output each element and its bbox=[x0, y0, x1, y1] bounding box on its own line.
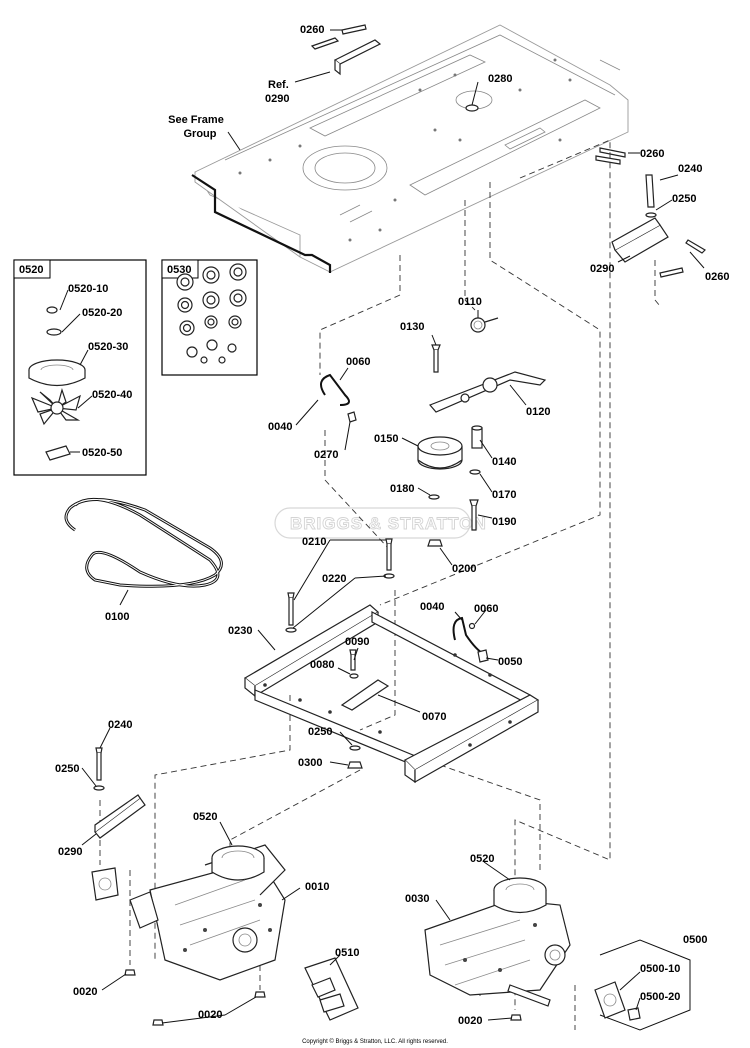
callout-0290-right: 0290 bbox=[590, 263, 614, 275]
spacer-0140 bbox=[471, 425, 483, 449]
callout-0260-top: 0260 bbox=[300, 24, 324, 36]
belt-0100 bbox=[64, 497, 223, 606]
inset-0520: 0520 0520-10 0520-20 0520-30 0520-40 052… bbox=[13, 259, 147, 476]
callout-0240-top: 0240 bbox=[678, 163, 702, 175]
callout-see-frame: See Frame bbox=[168, 114, 224, 126]
callout-0250-top: 0250 bbox=[672, 193, 696, 205]
callout-0030: 0030 bbox=[405, 893, 429, 905]
callout-0040-lower: 0040 bbox=[420, 601, 444, 613]
right-bracket-0290 bbox=[611, 174, 706, 278]
callout-0060-upper: 0060 bbox=[346, 356, 370, 368]
inset-0520-title: 0520 bbox=[19, 264, 43, 276]
mount-frame-0230 bbox=[243, 604, 540, 784]
bolt-0130 bbox=[431, 344, 441, 373]
nut-0200 bbox=[427, 539, 443, 547]
transaxle-0030 bbox=[424, 877, 571, 1007]
callout-0140: 0140 bbox=[492, 456, 516, 468]
bolts-0210 bbox=[285, 538, 395, 633]
callout-0080: 0080 bbox=[310, 659, 334, 671]
kit-0510 bbox=[304, 957, 359, 1021]
callout-labels: 0260 Ref. 0290 See Frame Group 0280 0260… bbox=[55, 24, 729, 1027]
callout-frame-group: Group bbox=[184, 128, 217, 140]
hub-kit-0500 bbox=[594, 939, 691, 1031]
callout-0100: 0100 bbox=[105, 611, 129, 623]
transaxle-0010 bbox=[91, 844, 286, 981]
callout-0290-left: 0290 bbox=[58, 846, 82, 858]
callout-0020-right: 0020 bbox=[458, 1015, 482, 1027]
callout-0110: 0110 bbox=[458, 296, 482, 308]
leader-lines bbox=[81, 29, 705, 1024]
inset-0520-item-20: 0520-20 bbox=[82, 307, 122, 319]
callout-0170: 0170 bbox=[492, 489, 516, 501]
spring-0040-lower bbox=[452, 616, 489, 663]
callout-0020-bottom: 0020 bbox=[198, 1009, 222, 1021]
callout-0250-mid: 0250 bbox=[308, 726, 332, 738]
spring-0110 bbox=[470, 317, 499, 333]
plate-0070 bbox=[340, 649, 390, 711]
callout-0240-left: 0240 bbox=[108, 719, 132, 731]
washers-0170-0180 bbox=[428, 469, 481, 500]
callout-ref: Ref. bbox=[268, 79, 289, 91]
washer-nut-0250-0300 bbox=[347, 745, 363, 769]
fastener-0020-right bbox=[510, 1014, 522, 1021]
inset-0530: 0530 bbox=[161, 259, 258, 376]
left-bracket-0290 bbox=[93, 747, 146, 839]
callout-0300: 0300 bbox=[298, 757, 322, 769]
callout-0020-left: 0020 bbox=[73, 986, 97, 998]
callout-0260-mid: 0260 bbox=[640, 148, 664, 160]
callout-0210: 0210 bbox=[302, 536, 326, 548]
callout-0010: 0010 bbox=[305, 881, 329, 893]
callout-ref-0290: 0290 bbox=[265, 93, 289, 105]
callout-0230: 0230 bbox=[228, 625, 252, 637]
callout-0130: 0130 bbox=[400, 321, 424, 333]
callout-0500-10: 0500-10 bbox=[640, 963, 680, 975]
brand-watermark: BRIGGS & STRATTON bbox=[274, 507, 487, 539]
bolt-0280 bbox=[465, 81, 479, 112]
callout-0150: 0150 bbox=[374, 433, 398, 445]
callout-0500-20: 0500-20 bbox=[640, 991, 680, 1003]
callout-0260-right: 0260 bbox=[705, 271, 729, 283]
callout-0520-left: 0520 bbox=[193, 811, 217, 823]
callout-0280: 0280 bbox=[488, 73, 512, 85]
inset-0520-item-40: 0520-40 bbox=[92, 389, 132, 401]
callout-0090: 0090 bbox=[345, 636, 369, 648]
callout-0180: 0180 bbox=[390, 483, 414, 495]
inset-0530-title: 0530 bbox=[167, 264, 191, 276]
callout-0200: 0200 bbox=[452, 563, 476, 575]
pulley-0150 bbox=[417, 436, 463, 470]
inset-0520-item-30: 0520-30 bbox=[88, 341, 128, 353]
bolt-0190 bbox=[469, 499, 479, 531]
spring-0040-upper bbox=[320, 373, 357, 423]
fasteners-0020-left bbox=[124, 969, 266, 1026]
inset-0520-item-50: 0520-50 bbox=[82, 447, 122, 459]
callout-0220: 0220 bbox=[322, 573, 346, 585]
callout-0070: 0070 bbox=[422, 711, 446, 723]
frame-reference bbox=[191, 24, 629, 273]
watermark-text: BRIGGS & STRATTON bbox=[290, 514, 487, 533]
idler-arm-0120 bbox=[428, 371, 547, 413]
callout-0510: 0510 bbox=[335, 947, 359, 959]
callout-0190: 0190 bbox=[492, 516, 516, 528]
copyright-text: Copyright © Briggs & Stratton, LLC. All … bbox=[302, 1038, 448, 1045]
callout-0050: 0050 bbox=[498, 656, 522, 668]
inset-0520-item-10: 0520-10 bbox=[68, 283, 108, 295]
callout-0270: 0270 bbox=[314, 449, 338, 461]
callout-0060-lower: 0060 bbox=[474, 603, 498, 615]
callout-0520-right: 0520 bbox=[470, 853, 494, 865]
callout-0500: 0500 bbox=[683, 934, 707, 946]
callout-0120: 0120 bbox=[526, 406, 550, 418]
callout-0040-upper: 0040 bbox=[268, 421, 292, 433]
top-bracket-0290 bbox=[310, 24, 382, 76]
callout-0250-left: 0250 bbox=[55, 763, 79, 775]
bolts-0260-mid bbox=[595, 147, 640, 165]
